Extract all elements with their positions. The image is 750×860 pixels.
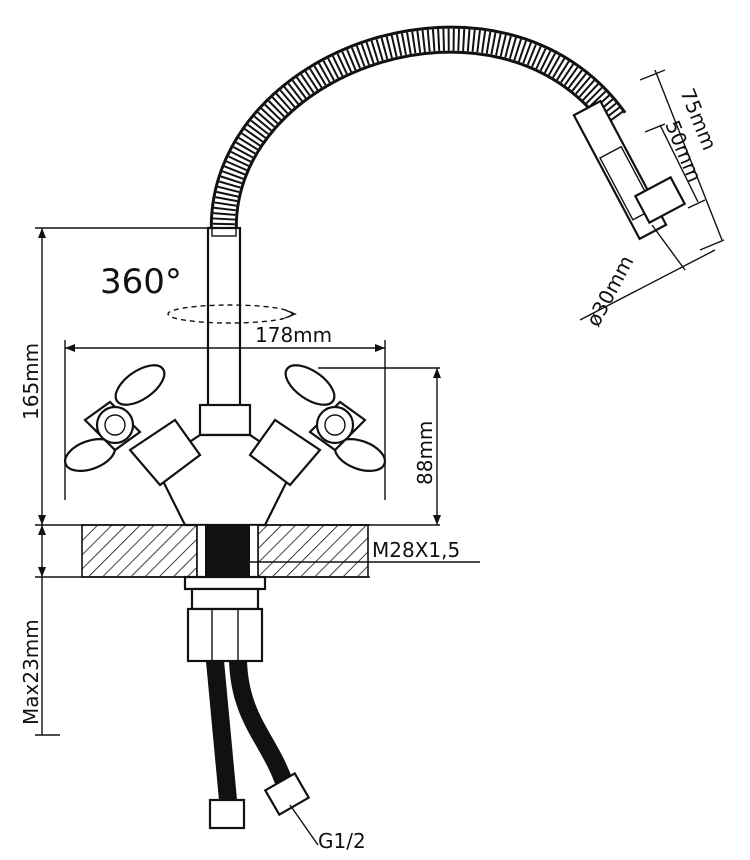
mounting-nut — [183, 575, 267, 663]
head-diameter-label: ø30mm — [581, 251, 638, 330]
hose-nut-left — [208, 798, 246, 830]
spray-head — [572, 99, 687, 241]
mounting-surface — [35, 524, 370, 578]
rotation-indicator: 360° — [100, 262, 297, 324]
thread-label: M28X1,5 — [372, 538, 460, 562]
width-dimension: 178mm — [64, 323, 386, 500]
width-label: 178mm — [255, 323, 332, 347]
right-handle — [284, 364, 386, 472]
hose-thread-callout: G1/2 — [289, 804, 366, 853]
left-handle — [64, 364, 166, 472]
flexible-spout — [209, 25, 627, 236]
rotation-label: 360° — [100, 262, 182, 302]
max-depth-label: Max23mm — [19, 619, 43, 725]
hose-thread-label: G1/2 — [318, 829, 366, 853]
supply-hoses — [206, 660, 311, 830]
max-depth-dimension: Max23mm — [19, 525, 60, 736]
thread-callout: M28X1,5 — [250, 538, 480, 563]
spout-pipe — [206, 226, 242, 410]
overall-height-dimension: 165mm — [19, 227, 215, 525]
handle-height-label: 88mm — [413, 421, 437, 485]
overall-height-label: 165mm — [19, 343, 43, 420]
hose-nut-right — [263, 771, 311, 817]
faucet-body — [128, 403, 322, 527]
